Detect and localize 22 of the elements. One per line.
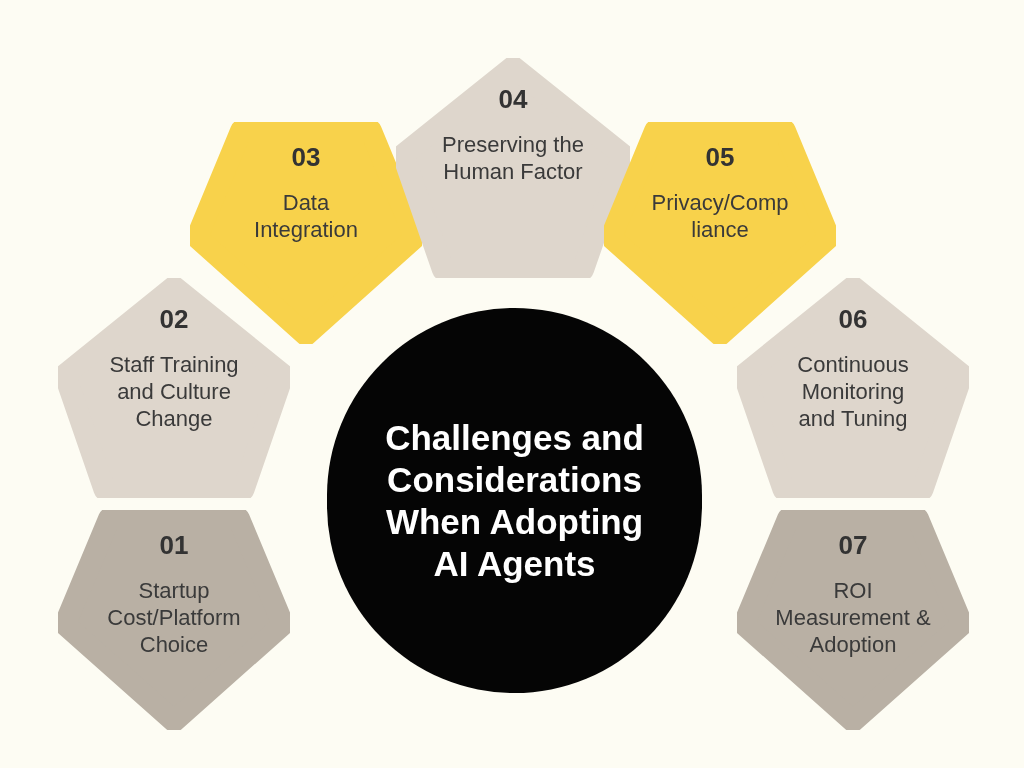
pentagon-card bbox=[737, 510, 969, 730]
step-number: 06 bbox=[838, 306, 868, 332]
step-number: 05 bbox=[705, 144, 735, 170]
pentagon-card bbox=[396, 58, 630, 278]
step-label: Privacy/Comp liance bbox=[650, 190, 790, 244]
step-number: 07 bbox=[838, 532, 868, 558]
pentagon-card bbox=[737, 278, 969, 498]
step-number: 04 bbox=[498, 86, 528, 112]
step-number: 02 bbox=[159, 306, 189, 332]
pentagon-card bbox=[58, 510, 290, 730]
step-label: Data Integration bbox=[253, 190, 359, 244]
step-label: Staff Training and Culture Change bbox=[108, 352, 240, 433]
step-label: Preserving the Human Factor bbox=[441, 132, 585, 186]
step-number: 01 bbox=[159, 532, 189, 558]
step-label: Startup Cost/Platform Choice bbox=[106, 578, 242, 659]
step-label: Continuous Monitoring and Tuning bbox=[796, 352, 910, 433]
center-title: Challenges and Considerations When Adopting AI Agents bbox=[384, 416, 645, 585]
pentagon-card bbox=[190, 122, 422, 344]
pentagon-card bbox=[58, 278, 290, 498]
step-label: ROI Measurement & Adoption bbox=[774, 578, 932, 659]
pentagon-card bbox=[604, 122, 836, 344]
step-number: 03 bbox=[291, 144, 321, 170]
